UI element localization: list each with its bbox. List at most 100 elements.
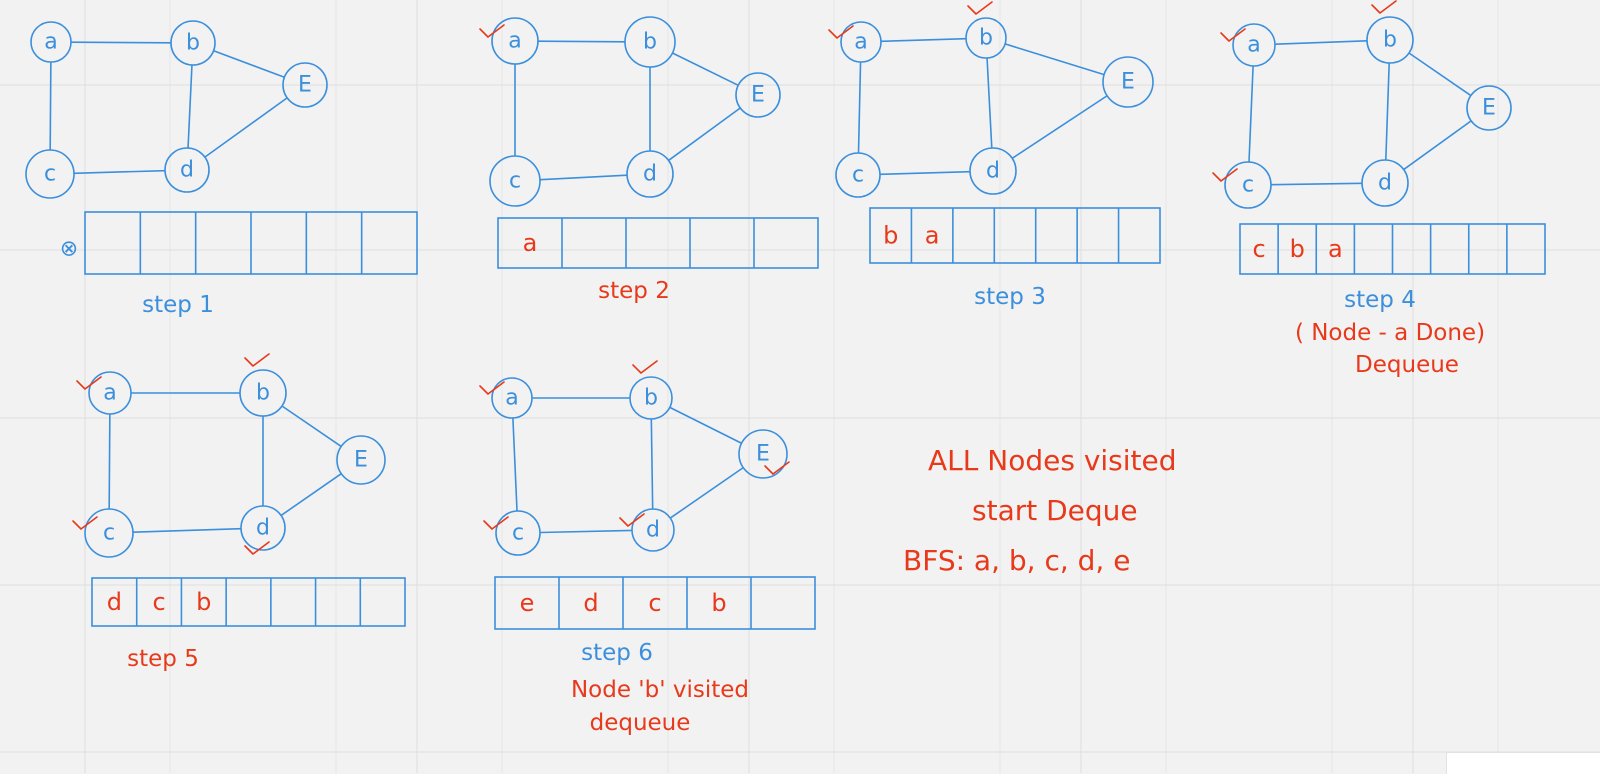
summary-line-3: BFS: a, b, c, d, e — [903, 544, 1130, 577]
node-c-label: c — [509, 169, 521, 194]
visited-check-e — [764, 461, 790, 475]
node-a-circle — [88, 371, 132, 415]
node-b-circle — [965, 17, 1007, 59]
edge-b-e — [1004, 43, 1105, 76]
node-a-circle — [1232, 23, 1276, 67]
node-b-label: b — [644, 386, 658, 411]
visited-check-d — [244, 541, 270, 555]
node-c-circle — [25, 149, 75, 199]
edge-a-b — [1274, 40, 1368, 46]
node-e-label: E — [1121, 70, 1135, 95]
node-c-label: c — [44, 162, 56, 187]
node-e-circle — [735, 72, 781, 118]
edge-c-d — [73, 169, 166, 175]
node-d-circle — [631, 508, 675, 552]
node-a-label: a — [1247, 33, 1260, 58]
node-e-circle — [282, 62, 328, 108]
node-c-circle — [495, 510, 541, 556]
node-e-label: E — [756, 442, 770, 467]
queue-front-symbol: ⊗ — [60, 237, 78, 262]
step-4-caption: step 4 — [1344, 287, 1416, 313]
step-4-note-line: ( Node - a Done) — [1295, 320, 1485, 346]
edge-a-c — [512, 417, 518, 512]
edge-a-c — [49, 61, 52, 151]
edge-b-e — [669, 406, 742, 444]
node-d-circle — [164, 147, 210, 193]
node-b-label: b — [256, 381, 270, 406]
edge-c-d — [539, 529, 633, 534]
edge-b-d — [187, 64, 193, 149]
edge-b-d — [1385, 62, 1390, 161]
visited-check-b — [1371, 0, 1397, 14]
queue-item: d — [583, 589, 598, 617]
node-c-label: c — [103, 521, 115, 546]
queue-item: d — [107, 588, 122, 616]
visited-check-c — [1212, 168, 1238, 182]
node-c-label: c — [1242, 173, 1254, 198]
node-b-label: b — [186, 31, 200, 56]
queue-box — [497, 217, 819, 269]
step-1-caption: step 1 — [142, 292, 214, 318]
step-4-note-line: Dequeue — [1355, 352, 1459, 378]
node-e-circle — [1102, 56, 1154, 108]
node-a-label: a — [103, 381, 116, 406]
step-6-note-line: Node 'b' visited — [571, 677, 749, 703]
corner-panel — [1446, 752, 1600, 774]
node-b-circle — [624, 16, 676, 68]
edge-c-d — [539, 174, 628, 181]
visited-check-d — [619, 513, 645, 527]
node-e-circle — [738, 429, 788, 479]
node-e-label: E — [751, 83, 765, 108]
queue-item: a — [925, 222, 940, 250]
node-d-circle — [1361, 159, 1409, 207]
edge-d-e — [1403, 120, 1472, 171]
edge-b-d — [986, 57, 993, 149]
node-b-label: b — [1383, 28, 1397, 53]
node-d-label: d — [986, 159, 1000, 184]
visited-check-a — [479, 381, 505, 395]
summary-line-2: start Deque — [972, 494, 1138, 527]
step-6-caption: step 6 — [581, 640, 653, 666]
edge-b-e — [281, 405, 342, 448]
step-1-panel: a bEc d ⊗ step 1 — [25, 20, 418, 318]
node-d-circle — [969, 147, 1017, 195]
queue-box — [494, 576, 816, 630]
step-2-caption: step 2 — [598, 278, 670, 304]
edge-b-e — [1408, 52, 1472, 97]
edge-d-e — [668, 107, 741, 162]
visited-check-a — [76, 376, 102, 390]
node-e-circle — [1466, 85, 1512, 131]
edge-b-d — [650, 418, 654, 510]
node-e-circle — [336, 435, 386, 485]
queue-item: a — [1328, 235, 1343, 263]
edge-b-e — [672, 52, 739, 87]
node-e-label: E — [298, 73, 312, 98]
node-a-circle — [840, 21, 882, 63]
queue-item: b — [883, 222, 898, 250]
node-c-circle — [1224, 161, 1272, 209]
visited-check-b — [967, 1, 993, 15]
edge-d-e — [669, 466, 744, 519]
node-b-label: b — [643, 30, 657, 55]
edge-a-c — [1248, 65, 1254, 163]
step-5-caption: step 5 — [127, 646, 199, 672]
edge-a-b — [70, 41, 172, 44]
node-a-circle — [30, 21, 72, 63]
node-d-label: d — [180, 158, 194, 183]
queue-item: c — [1252, 235, 1265, 263]
visited-check-b — [632, 360, 658, 374]
node-b-circle — [170, 20, 216, 66]
node-a-label: a — [508, 29, 521, 54]
bfs-summary: ALL Nodes visited start Deque BFS: a, b,… — [903, 444, 1177, 577]
node-b-circle — [629, 376, 673, 420]
step-6-note-line: dequeue — [590, 710, 691, 736]
node-a-label: a — [44, 30, 57, 55]
node-d-label: d — [646, 518, 660, 543]
node-c-circle — [489, 155, 541, 207]
node-a-label: a — [854, 30, 867, 55]
